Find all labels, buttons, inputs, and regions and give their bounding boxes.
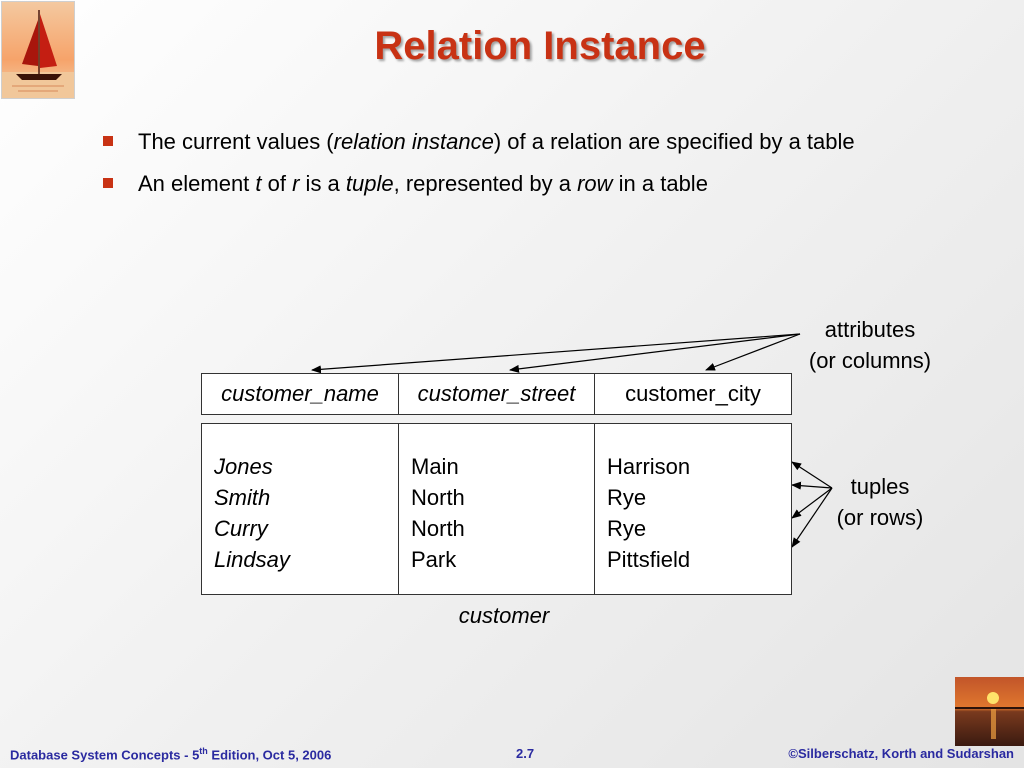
cell-city-2: Rye [607, 485, 647, 510]
sunset-image [955, 677, 1024, 746]
footer-left-sup: th [199, 746, 208, 756]
column-customer-city: Harrison Rye Rye Pittsfield [594, 423, 792, 595]
footer-book-title: Database System Concepts - 5th Edition, … [10, 746, 331, 762]
header-customer-city: customer_city [594, 373, 792, 415]
attributes-line-1: attributes [824, 317, 916, 342]
tuples-line-2: (or rows) [836, 505, 924, 530]
header-row: customer_name customer_street customer_c… [201, 373, 792, 415]
attributes-line-2: (or columns) [808, 348, 932, 373]
attributes-label: attributes (or columns) [790, 314, 950, 376]
footer-left-prefix: Database System Concepts - 5 [10, 747, 200, 763]
square-bullet-icon [103, 136, 113, 146]
cell-name-1: Jones [214, 454, 273, 479]
bullet-text-run: row [577, 171, 613, 196]
square-bullet-icon [103, 178, 113, 188]
bullet-list: The current values (relation instance) o… [100, 126, 900, 210]
bullet-text-run: r [292, 171, 300, 196]
bullet-text-run: of [261, 171, 293, 196]
sailboat-icon [2, 2, 74, 98]
bullet-text-run: relation instance [333, 129, 494, 154]
table-caption: customer [458, 603, 550, 628]
column-customer-name: Jones Smith Curry Lindsay [201, 423, 399, 595]
column-customer-street: Main North North Park [398, 423, 595, 595]
cell-name-2: Smith [214, 485, 271, 510]
cell-street-1: Main [411, 454, 459, 479]
bullet-text-run: is a [299, 171, 346, 196]
arrow-to-customer-city [705, 333, 801, 371]
tuples-label: tuples (or rows) [820, 471, 940, 533]
arrow-to-customer-street [509, 333, 801, 373]
bullet-item-1: The current values (relation instance) o… [100, 126, 900, 157]
footer-page-number: 2.7 [516, 746, 535, 761]
cell-street-2: North [411, 485, 465, 510]
bullet-text-run: tuple [345, 171, 394, 196]
tuples-line-1: tuples [850, 474, 910, 499]
bullet-item-2: An element t of r is a tuple, represente… [100, 168, 900, 199]
cell-name-3: Curry [214, 516, 268, 541]
arrow-to-customer-name [311, 333, 801, 374]
bullet-text-run: in a table [612, 171, 708, 196]
cell-city-3: Rye [607, 516, 647, 541]
relation-header: customer_name customer_street customer_c… [201, 373, 792, 415]
header-customer-name: customer_name [201, 373, 399, 415]
footer-copyright: ©Silberschatz, Korth and Sudarshan [788, 746, 1014, 761]
slide-title: Relation Instance [374, 24, 706, 68]
cell-street-3: North [411, 516, 465, 541]
cell-city-4: Pittsfield [607, 547, 691, 572]
cell-street-4: Park [411, 547, 457, 572]
header-customer-street: customer_street [398, 373, 595, 415]
bullet-text-run: t [255, 171, 262, 196]
bullet-text-run: An element [138, 171, 256, 196]
sailboat-logo [1, 1, 75, 99]
cell-name-4: Lindsay [214, 547, 290, 572]
sunset-icon [955, 677, 1024, 746]
bullet-text-run: The current values ( [138, 129, 334, 154]
footer-left-suffix: Edition, Oct 5, 2006 [207, 747, 332, 763]
relation-body: Jones Smith Curry Lindsay Main North Nor… [201, 423, 792, 595]
bullet-text-run: ) of a relation are specified by a table [493, 129, 855, 154]
bullet-text-run: , represented by a [393, 171, 578, 196]
cell-city-1: Harrison [607, 454, 691, 479]
body-row: Jones Smith Curry Lindsay Main North Nor… [201, 423, 792, 595]
